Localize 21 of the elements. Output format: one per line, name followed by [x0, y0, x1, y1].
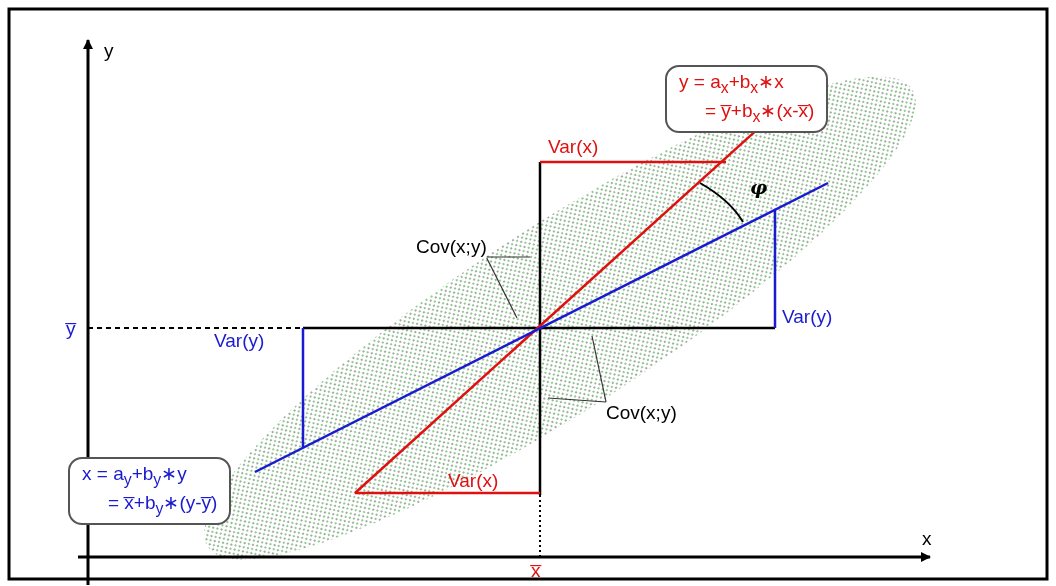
formula-text: y = a$_{x}$+b$_{x}$∗x: [679, 70, 785, 98]
formula-text: x = a$_{y}$+b$_{y}$∗y: [82, 462, 188, 490]
axis-value-label: x̅: [531, 560, 541, 582]
variance-label: Var(x): [448, 470, 499, 492]
angle-label: φ: [750, 176, 768, 198]
formula-box: [665, 65, 829, 133]
axis-label: x: [922, 528, 932, 550]
leader-line: [486, 256, 531, 258]
formula-box: [68, 457, 232, 525]
annotation-label: Cov(x;y): [606, 402, 677, 424]
leader-line: [547, 397, 607, 403]
axis-label: y: [104, 40, 114, 62]
axis-value-label: y̅: [66, 318, 76, 340]
formula-text: = x̅+b$_{y}$∗(y-y̅): [107, 490, 218, 519]
variance-label: Var(x): [548, 136, 599, 158]
variance-label: Var(y): [782, 306, 833, 328]
variance-label: Var(y): [214, 330, 265, 352]
annotation-label: Cov(x;y): [416, 236, 487, 258]
leader-line: [591, 335, 607, 403]
leader-line: [486, 257, 518, 319]
formula-text: = y̅+b$_{x}$∗(x-x̅): [704, 98, 815, 127]
